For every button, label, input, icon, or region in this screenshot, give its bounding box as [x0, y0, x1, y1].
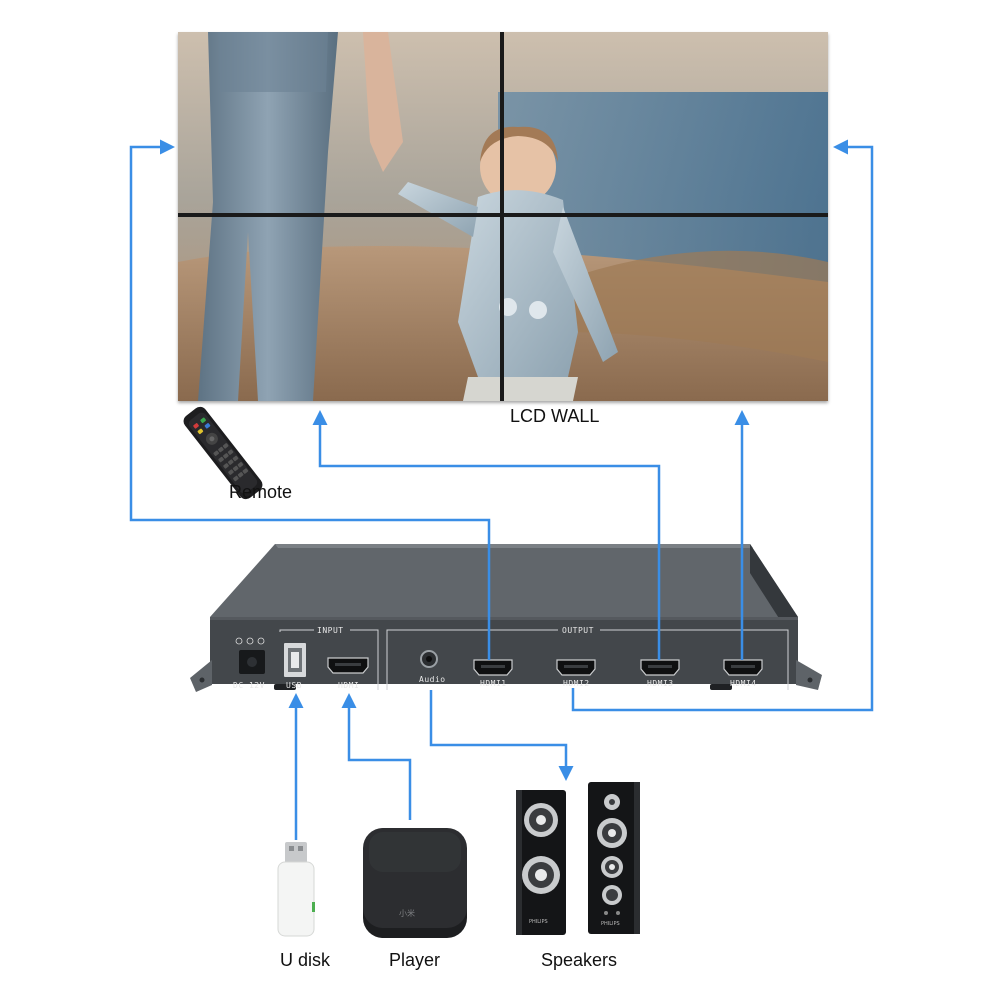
u-disk-label: U disk	[280, 950, 331, 970]
speakers-icon: PHILIPS PHILIPS	[516, 782, 640, 935]
speakers-label: Speakers	[541, 950, 618, 970]
hdmi-output-1-port[interactable]	[473, 659, 513, 676]
hdmi-output-1-label: HDMI1	[480, 679, 507, 688]
video-wall-controller: INPUT OUTPUT DC 12V USB HDMI Audio HDMI1…	[190, 544, 822, 692]
hdmi-output-2-port[interactable]	[556, 659, 596, 676]
remote-label: Remote	[229, 482, 293, 502]
remote-control-icon	[183, 406, 263, 500]
hdmi-output-3-label: HDMI3	[647, 679, 674, 688]
u-disk-icon	[277, 842, 315, 937]
speaker-right-brand: PHILIPS	[601, 921, 620, 927]
power-port-icon	[235, 637, 265, 674]
hdmi-output-4-label: HDMI4	[730, 679, 757, 688]
wire-player-to-hdmi-in	[341, 693, 412, 820]
speaker-left-brand: PHILIPS	[529, 919, 548, 925]
hdmi-input-port[interactable]	[327, 657, 369, 674]
wall-photo	[178, 32, 828, 401]
wire-hdmi1-to-wall-left	[129, 139, 491, 660]
audio-label: Audio	[419, 675, 446, 684]
lcd-wall-label: LCD WALL	[510, 406, 600, 426]
usb-port[interactable]	[284, 643, 306, 677]
lcd-video-wall	[178, 32, 828, 401]
wire-audio-to-speakers	[429, 690, 574, 781]
player-logo: 小米	[399, 908, 415, 918]
hdmi-input-label: HDMI	[338, 681, 359, 690]
input-group-label: INPUT	[317, 626, 344, 635]
hdmi-output-2-label: HDMI2	[563, 679, 590, 688]
wire-hdmi3-to-wall-bottom-left	[312, 410, 661, 660]
media-player-icon: 小米	[363, 828, 467, 938]
audio-jack[interactable]	[420, 650, 438, 668]
power-label: DC 12V	[233, 681, 265, 690]
player-label: Player	[389, 950, 441, 970]
hdmi-output-3-port[interactable]	[640, 659, 680, 676]
output-group-label: OUTPUT	[562, 626, 594, 635]
usb-label: USB	[286, 681, 302, 690]
wire-hdmi2-to-wall-right	[571, 139, 874, 712]
hdmi-output-4-port[interactable]	[723, 659, 763, 676]
